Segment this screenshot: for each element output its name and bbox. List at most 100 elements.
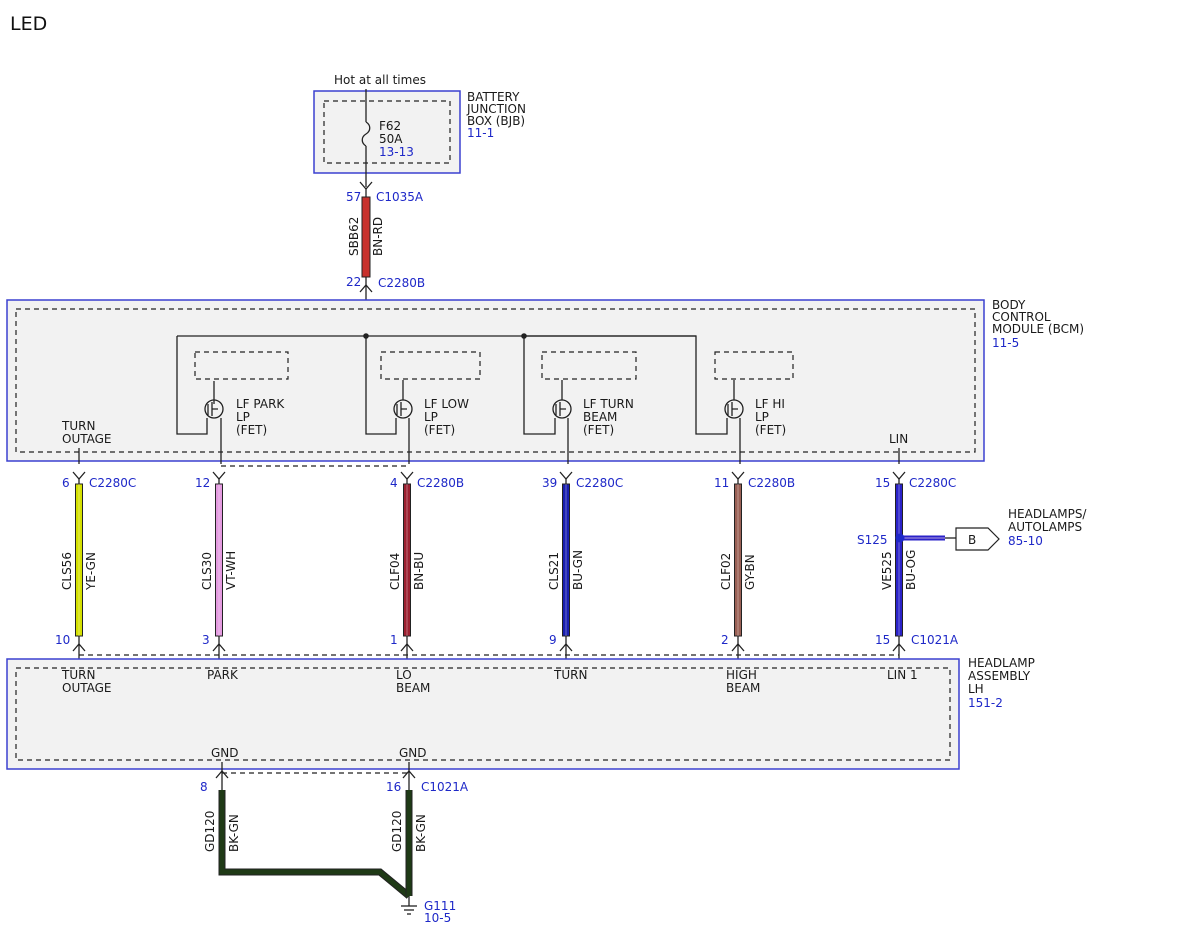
wire-body[interactable]	[75, 483, 83, 637]
wire-pin-top: 12	[195, 476, 210, 490]
wire-body[interactable]	[215, 483, 223, 637]
svg-text:(FET): (FET)	[755, 423, 786, 437]
svg-text:(FET): (FET)	[583, 423, 614, 437]
wire-body[interactable]	[895, 483, 903, 637]
svg-text:LP: LP	[424, 410, 438, 424]
wire-circuit: CLS30	[200, 552, 214, 590]
headlamp-pin-lin1: LIN 1	[887, 668, 918, 682]
headlamp-name-2: ASSEMBLY	[968, 669, 1031, 683]
splice-id: S125	[857, 533, 888, 547]
wire-pin-bottom: 15	[875, 633, 890, 647]
wire-ve525[interactable]	[892, 471, 906, 662]
wire-connector-top[interactable]: C2280B	[417, 476, 464, 490]
connector-arrow-icon	[892, 471, 906, 480]
wire-connector-bottom[interactable]: C1021A	[911, 633, 959, 647]
wire-color: BU-OG	[904, 550, 918, 590]
bcm-name-3: MODULE (BCM)	[992, 322, 1084, 336]
ground-point-ref[interactable]: 10-5	[424, 911, 451, 925]
wire-pin-bottom: 1	[390, 633, 398, 647]
wire-cls21[interactable]	[559, 471, 573, 662]
headlamp-gnd-label-1: GND	[211, 746, 239, 760]
wire-color: GY-BN	[743, 554, 757, 590]
page-reference-arrow[interactable]	[955, 527, 1000, 551]
fet-lf-low: LF LOW LP (FET)	[365, 336, 481, 464]
headlamp-pin-lo-1: LO	[396, 668, 412, 682]
bjb-ref[interactable]: 11-1	[467, 126, 494, 140]
feed-wire[interactable]	[361, 196, 371, 278]
bcm-lin-label: LIN	[889, 432, 908, 446]
bjb-box[interactable]	[313, 90, 461, 174]
headlamp-ref[interactable]: 151-2	[968, 696, 1003, 710]
svg-text:BEAM: BEAM	[583, 410, 617, 424]
fet-lf-turn-beam: LF TURN BEAM (FET)	[523, 336, 637, 464]
wire-clf04[interactable]	[400, 471, 414, 662]
headlamp-pin-turn: TURN	[553, 668, 587, 682]
wire-color: BN-BU	[412, 552, 426, 590]
fet-lf-park: LF PARK LP (FET)	[176, 336, 289, 464]
headlamp-name-3: LH	[968, 682, 984, 696]
ground-color-2: BK-GN	[414, 814, 428, 852]
bcm-ref[interactable]: 11-5	[992, 336, 1019, 350]
ground-wire-gd120[interactable]	[218, 790, 413, 899]
feed-connector-bottom[interactable]: C2280B	[378, 276, 425, 290]
wire-circuit: CLS21	[547, 552, 561, 590]
wire-connector-top[interactable]: C2280C	[89, 476, 136, 490]
svg-text:LF HI: LF HI	[755, 397, 785, 411]
bcm-turn-outage-1: TURN	[61, 419, 95, 433]
headlamp-box[interactable]	[6, 658, 960, 770]
wire-connector-top[interactable]: C2280C	[576, 476, 623, 490]
fuse-rating: 50A	[379, 132, 403, 146]
wire-body[interactable]	[562, 483, 570, 637]
ground-pin-2: 16	[386, 780, 401, 794]
svg-text:LP: LP	[236, 410, 250, 424]
wire-body[interactable]	[403, 483, 411, 637]
wire-color: BU-GN	[571, 550, 585, 590]
bjb-name-2: JUNCTION	[466, 102, 526, 116]
fuse-ref[interactable]: 13-13	[379, 145, 414, 159]
headlamp-pin-turn-outage-1: TURN	[61, 668, 95, 682]
bcm-box[interactable]	[6, 299, 985, 462]
ground-color-1: BK-GN	[227, 814, 241, 852]
connector-arrow-icon	[72, 471, 86, 480]
wire-circuit: CLS56	[60, 552, 74, 590]
wire-pin-top: 11	[714, 476, 729, 490]
bcm-turn-outage-2: OUTAGE	[62, 432, 112, 446]
wire-cls56[interactable]	[72, 471, 86, 662]
svg-text:LF PARK: LF PARK	[236, 397, 285, 411]
headlamp-pin-high-2: BEAM	[726, 681, 760, 695]
hot-at-all-times-label: Hot at all times	[334, 73, 426, 87]
wire-body[interactable]	[734, 483, 742, 637]
wire-color: YE-GN	[84, 552, 98, 591]
wire-clf02[interactable]	[731, 471, 745, 662]
ground-circuit-2: GD120	[390, 811, 404, 852]
ground-icon	[401, 896, 417, 915]
splice-dest-ref[interactable]: 85-10	[1008, 534, 1043, 548]
fuse-id: F62	[379, 119, 401, 133]
connector-arrow-icon	[731, 471, 745, 480]
wire-connector-top[interactable]: C2280C	[909, 476, 956, 490]
connector-arrow-icon	[212, 471, 226, 480]
wire-pin-top: 15	[875, 476, 890, 490]
svg-text:LF LOW: LF LOW	[424, 397, 469, 411]
wire-pin-top: 4	[390, 476, 398, 490]
feed-pin-bottom: 22	[346, 275, 361, 289]
connector-arrow-icon	[400, 471, 414, 480]
wire-cls30[interactable]	[212, 471, 226, 662]
wire-pin-bottom: 10	[55, 633, 70, 647]
splice-s125[interactable]	[895, 527, 1000, 551]
ground-circuit-1: GD120	[203, 811, 217, 852]
ground-connector[interactable]: C1021A	[421, 780, 469, 794]
svg-text:LF TURN: LF TURN	[583, 397, 634, 411]
wire-pin-bottom: 3	[202, 633, 210, 647]
feed-circuit: SBB62	[347, 217, 361, 256]
ground-point-id[interactable]: G111	[424, 899, 456, 913]
feed-connector-top[interactable]: C1035A	[376, 190, 424, 204]
headlamp-pin-park: PARK	[207, 668, 239, 682]
wire-pin-bottom: 2	[721, 633, 729, 647]
bcm-name-1: BODY	[992, 298, 1026, 312]
bcm-inner	[15, 308, 976, 453]
wire-connector-top[interactable]: C2280B	[748, 476, 795, 490]
fuse-icon	[361, 121, 371, 147]
